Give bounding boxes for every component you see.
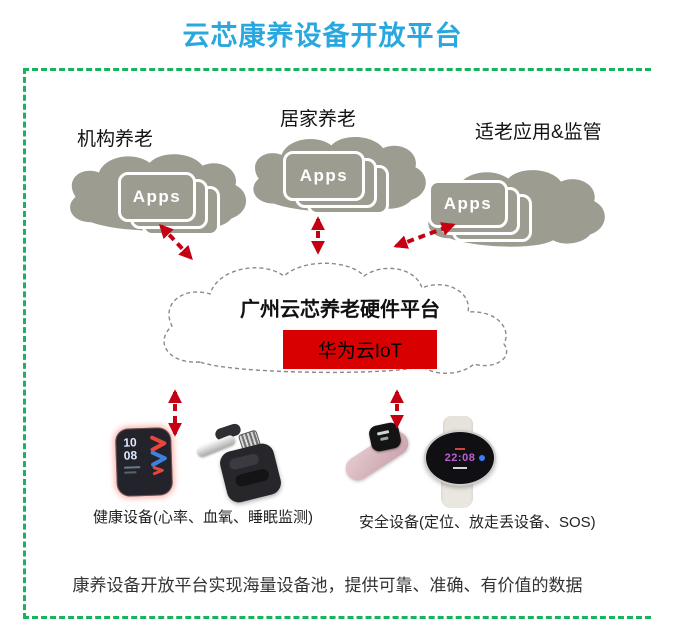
apps-card-front-institution: Apps	[118, 172, 196, 222]
sleep-monitor-button	[228, 452, 260, 471]
platform-name: 广州云芯养老硬件平台	[240, 299, 440, 321]
health-band-time: 10 08	[123, 435, 138, 463]
sleep-monitor-device	[195, 422, 284, 505]
apps-card-front-home: Apps	[283, 151, 365, 201]
apps-card-label: Apps	[132, 187, 182, 206]
safety-devices-label: 安全设备(定位、放走丢设备、SOS)	[359, 514, 596, 531]
smartwatch-detail-bar	[453, 466, 467, 469]
health-band-device: 10 08	[114, 427, 174, 497]
safety-band-display-mark	[380, 436, 389, 441]
apps-card-label: Apps	[443, 194, 493, 213]
apps-card-label: Apps	[299, 166, 349, 185]
smartwatch-complication-dot	[479, 455, 485, 461]
smartwatch-device: 22:08	[424, 416, 496, 508]
safety-band-display-mark	[376, 430, 390, 436]
page-title: 云芯康养设备开放平台	[182, 21, 463, 51]
dashed-frame-border	[23, 68, 651, 619]
sleep-monitor-button	[234, 467, 271, 488]
smartwatch-time: 22:08	[444, 451, 476, 464]
smartwatch-detail-bar	[455, 447, 465, 450]
safety-band-device	[341, 421, 414, 488]
huawei-cloud-iot-badge: 华为云IoT	[283, 330, 437, 369]
health-band-detail-bar	[124, 471, 137, 474]
smartwatch-face: 22:08	[424, 430, 496, 486]
health-band-graphic	[150, 435, 167, 476]
cloud-label-agefriendly: 适老应用&监管	[475, 122, 602, 143]
sleep-monitor-pad	[217, 441, 284, 505]
health-band-minutes: 08	[123, 447, 138, 463]
cloud-label-home: 居家养老	[280, 109, 357, 130]
cloud-label-institution: 机构养老	[77, 129, 154, 150]
footer-text: 康养设备开放平台实现海量设备池，提供可靠、准确、有价值的数据	[72, 576, 583, 595]
apps-card-front-agefriendly: Apps	[428, 180, 508, 228]
health-devices-label: 健康设备(心率、血氧、睡眠监测)	[93, 509, 313, 526]
